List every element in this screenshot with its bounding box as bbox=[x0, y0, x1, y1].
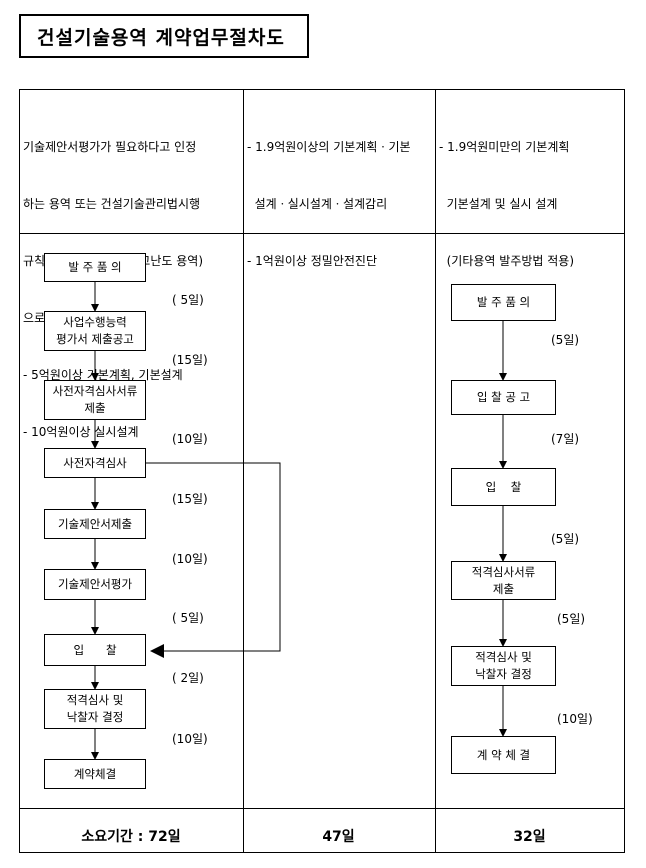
step-order-approval-col3: 발 주 품 의 bbox=[451, 284, 556, 321]
procedure-table bbox=[19, 89, 625, 853]
condition-line: 기본설계 및 실시 설계 bbox=[439, 197, 558, 211]
step-order-approval: 발 주 품 의 bbox=[44, 253, 146, 282]
condition-line: - 10억원이상 실시설계 bbox=[23, 425, 139, 439]
condition-line: (기타용역 발주방법 적용) bbox=[439, 254, 575, 268]
condition-line: 하는 용역 또는 건설기술관리법시행 bbox=[23, 197, 201, 211]
duration-label: (5일) bbox=[557, 612, 586, 626]
duration-label: (7일) bbox=[551, 432, 580, 446]
condition-line: 설계ㆍ실시설계ㆍ설계감리 bbox=[247, 197, 388, 211]
page-title: 건설기술용역 계약업무절차도 bbox=[19, 14, 309, 58]
step-proposal-evaluation: 기술제안서평가 bbox=[44, 569, 146, 600]
header-divider bbox=[20, 233, 624, 234]
step-bidding-col3: 입 찰 bbox=[451, 468, 556, 506]
step-contract: 계약체결 bbox=[44, 759, 146, 789]
step-prequalification: 사전자격심사 bbox=[44, 448, 146, 478]
step-qualification-submit: 적격심사서류 제출 bbox=[451, 561, 556, 600]
duration-label: (15일) bbox=[172, 353, 208, 367]
column-divider-2 bbox=[435, 90, 436, 852]
step-prequalification-submit: 사전자격심사서류 제출 bbox=[44, 380, 146, 420]
duration-label: (10일) bbox=[557, 712, 593, 726]
duration-label: (10일) bbox=[172, 432, 208, 446]
condition-col2: - 1.9억원이상의 기본계획ㆍ기본 설계ㆍ실시설계ㆍ설계감리 - 1억원이상 … bbox=[247, 100, 411, 290]
step-award-decision-col3: 적격심사 및 낙찰자 결정 bbox=[451, 646, 556, 686]
duration-label: (10일) bbox=[172, 552, 208, 566]
total-duration-col2: 47일 bbox=[322, 829, 355, 845]
step-proposal-submit: 기술제안서제출 bbox=[44, 509, 146, 539]
condition-line: - 1억원이상 정밀안전진단 bbox=[247, 254, 377, 268]
condition-line: - 1.9억원미만의 기본계획 bbox=[439, 140, 570, 154]
step-bid-notice: 입 찰 공 고 bbox=[451, 380, 556, 415]
duration-label: ( 2일) bbox=[172, 671, 204, 685]
total-duration-col1: 소요기간 : 72일 bbox=[81, 829, 181, 845]
total-duration-col3: 32일 bbox=[513, 829, 546, 845]
duration-label: (5일) bbox=[551, 333, 580, 347]
bypass-arrow bbox=[146, 462, 281, 658]
condition-col3: - 1.9억원미만의 기본계획 기본설계 및 실시 설계 (기타용역 발주방법 … bbox=[439, 100, 574, 290]
step-capability-notice: 사업수행능력 평가서 제출공고 bbox=[44, 311, 146, 351]
duration-label: (5일) bbox=[551, 532, 580, 546]
step-bidding: 입 찰 bbox=[44, 634, 146, 666]
duration-label: ( 5일) bbox=[172, 293, 204, 307]
duration-label: ( 5일) bbox=[172, 611, 204, 625]
column-divider-1 bbox=[243, 90, 244, 852]
duration-label: (15일) bbox=[172, 492, 208, 506]
condition-line: 기술제안서평가가 필요하다고 인정 bbox=[23, 140, 197, 154]
step-award-decision: 적격심사 및 낙찰자 결정 bbox=[44, 689, 146, 729]
step-contract-col3: 계 약 체 결 bbox=[451, 736, 556, 774]
condition-line: - 1.9억원이상의 기본계획ㆍ기본 bbox=[247, 140, 411, 154]
duration-label: (10일) bbox=[172, 732, 208, 746]
footer-divider bbox=[20, 808, 624, 809]
